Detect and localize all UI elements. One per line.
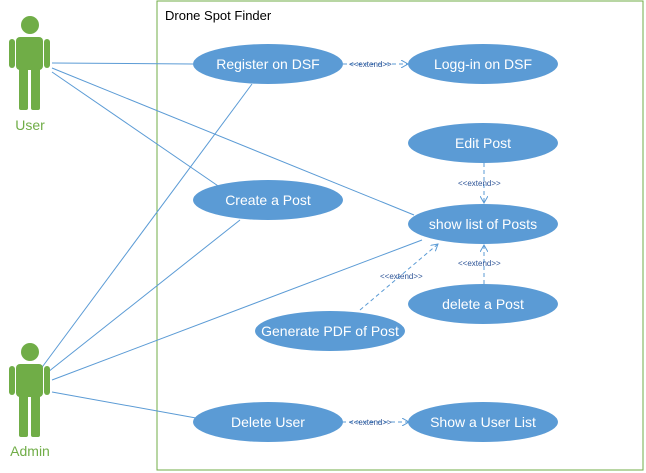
user-stick-figure-icon	[9, 16, 50, 110]
usecase-generate-pdf[interactable]: Generate PDF of Post	[255, 311, 405, 351]
assoc-user-show-posts	[51, 67, 415, 216]
usecase-register-label: Register on DSF	[216, 56, 319, 72]
usecase-login-label: Logg-in on DSF	[434, 56, 532, 72]
usecase-delete-post[interactable]: delete a Post	[408, 284, 558, 324]
usecase-login[interactable]: Logg-in on DSF	[408, 44, 558, 84]
usecase-show-users-label: Show a User List	[430, 414, 536, 430]
extend-relations	[342, 64, 484, 422]
use-cases: Register on DSF Logg-in on DSF Edit Post…	[193, 44, 558, 442]
usecase-show-posts-label: show list of Posts	[429, 216, 537, 232]
assoc-admin-create-post	[47, 219, 241, 373]
admin-associations	[39, 83, 423, 419]
usecase-delete-user-label: Delete User	[231, 414, 305, 430]
assoc-admin-register	[39, 83, 253, 371]
usecase-show-users[interactable]: Show a User List	[408, 402, 558, 442]
admin-label: Admin	[10, 443, 50, 459]
system-boundary	[156, 0, 644, 471]
actor-admin[interactable]: Admin	[9, 343, 50, 459]
system-title: Drone Spot Finder	[165, 8, 272, 23]
usecase-delete-post-label: delete a Post	[442, 296, 524, 312]
assoc-user-register	[51, 62, 194, 65]
usecase-create-post-label: Create a Post	[225, 192, 311, 208]
usecase-create-post[interactable]: Create a Post	[193, 180, 343, 220]
usecase-generate-pdf-label: Generate PDF of Post	[261, 323, 399, 339]
assoc-admin-show-posts	[51, 239, 423, 381]
actor-user[interactable]: User	[9, 16, 50, 133]
extend-label-pdf-show: <<extend>>	[380, 272, 423, 281]
user-label: User	[15, 117, 45, 133]
user-associations	[51, 62, 415, 216]
extend-label-register-login: <<extend>>	[349, 60, 392, 69]
extend-label-delete-user-show-users: <<extend>>	[349, 418, 392, 427]
extend-labels: <<extend>> <<extend>> <<extend>> <<exten…	[349, 60, 501, 427]
usecase-edit-post[interactable]: Edit Post	[408, 123, 558, 163]
usecase-show-posts[interactable]: show list of Posts	[408, 204, 558, 244]
extend-label-edit-show: <<extend>>	[458, 179, 501, 188]
usecase-edit-post-label: Edit Post	[455, 135, 511, 151]
assoc-admin-delete-user	[51, 391, 197, 419]
assoc-user-create-post	[51, 71, 225, 191]
extend-pdf-show	[359, 244, 438, 311]
admin-stick-figure-icon	[9, 343, 50, 437]
usecase-register[interactable]: Register on DSF	[193, 44, 343, 84]
extend-label-delete-show: <<extend>>	[458, 259, 501, 268]
usecase-delete-user[interactable]: Delete User	[193, 402, 343, 442]
